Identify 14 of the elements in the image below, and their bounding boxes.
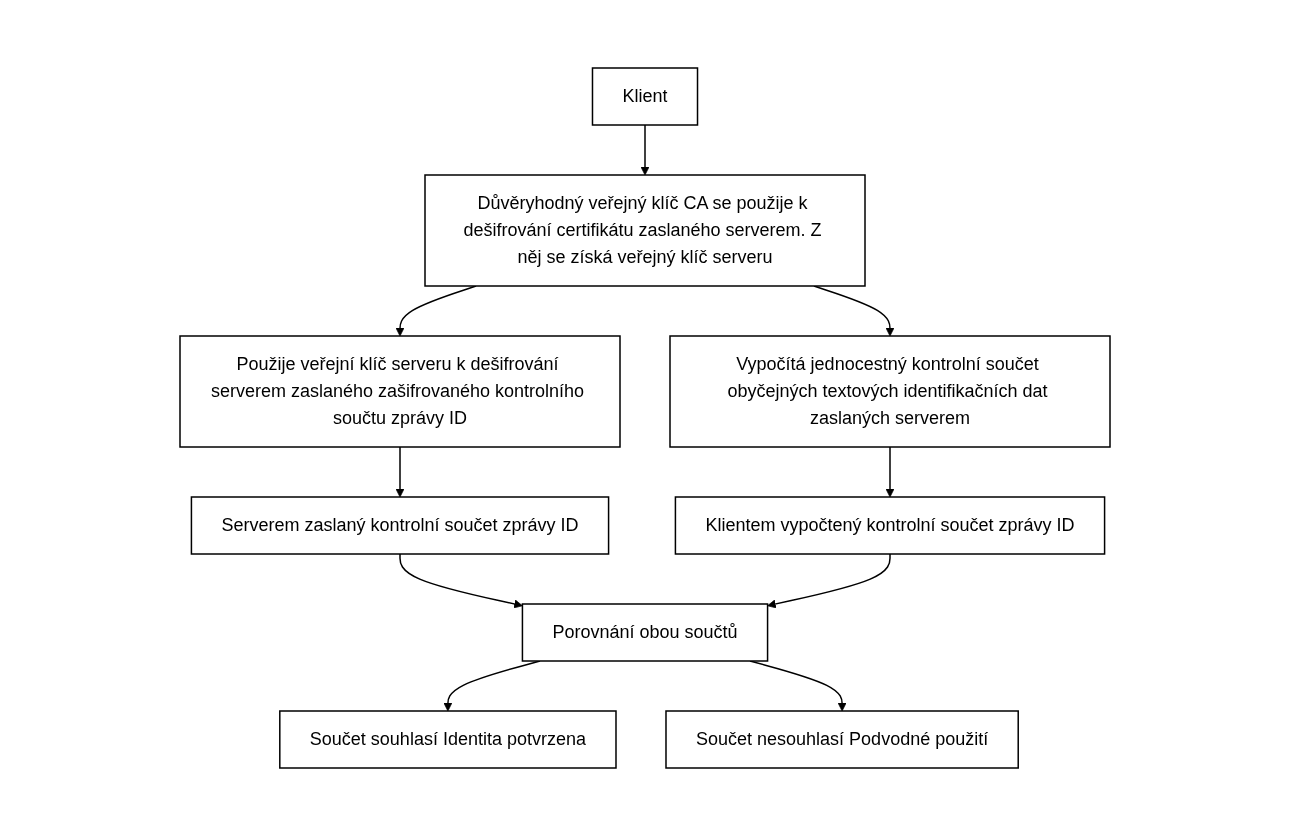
arrow <box>395 446 405 498</box>
node-box: Klientem vypočtený kontrolní součet zprávy ID <box>674 496 1106 555</box>
node-box: Důvěryhodný veřejný klíč CA se použije k dešifrování certifikátu zaslaného serverem. Z něj se získá veřejný klíč serveru <box>424 174 866 287</box>
arrow <box>885 446 895 498</box>
node-box: Klient <box>591 67 699 126</box>
node-box: Součet nesouhlasí Podvodné použití <box>665 710 1019 769</box>
node-box: Serverem zaslaný kontrolní součet zprávy ID <box>190 496 610 555</box>
node-box: Součet souhlasí Identita potvrzena <box>279 710 617 769</box>
node-box: Porovnání obou součtů <box>521 603 769 662</box>
arrow <box>767 553 891 609</box>
node-box: Použije veřejní klíč serveru k dešifrování serverem zaslaného zašifrovaného kontrolního součtu zprávy ID <box>179 335 621 448</box>
node-box: Vypočítá jednocestný kontrolní součet obyčejných textových identifikačních dat zaslaných serverem <box>669 335 1111 448</box>
arrow <box>399 553 523 609</box>
arrow <box>640 124 650 176</box>
